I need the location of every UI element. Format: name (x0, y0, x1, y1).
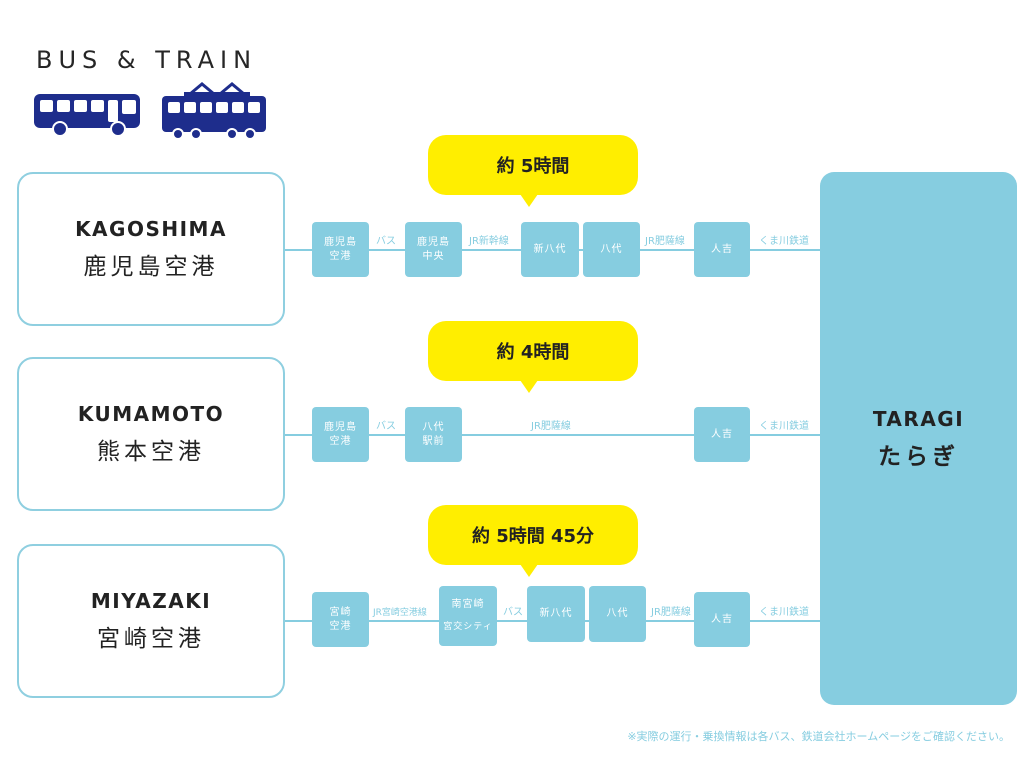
bubble-tail (520, 380, 538, 393)
stop-label: 人吉 (711, 243, 733, 255)
duration-label: 約 4時間 (496, 342, 570, 363)
stop-minami-miyazaki: 南宮崎 宮交シティ (439, 586, 497, 646)
segment-label: JR新幹線 (466, 236, 512, 248)
stop-label: 南宮崎 (451, 599, 485, 610)
stop-label: 宮交シティ (443, 622, 493, 632)
origin-miyazaki: MIYAZAKI 宮崎空港 (17, 544, 285, 698)
duration-bubble-miyazaki: 約 5時間 45分 (428, 505, 638, 577)
stop-label: 八代 (606, 608, 629, 619)
stop-label: 新八代 (533, 243, 567, 255)
route-line-kumamoto (285, 434, 821, 436)
bubble-tail (520, 564, 538, 577)
stop-label: 人吉 (711, 613, 733, 625)
stop-hitoyoshi: 人吉 (694, 592, 750, 647)
stop-shin-yatsushiro: 新八代 (521, 222, 579, 277)
bubble-tail (520, 194, 538, 207)
stop-label: 八代 (600, 243, 623, 255)
origin-name-en: MIYAZAKI (90, 589, 212, 613)
stop-label: 新八代 (539, 608, 573, 619)
destination-name-en: TARAGI (872, 406, 965, 431)
segment-label: バス (373, 421, 399, 433)
page-title: BUS & TRAIN (36, 46, 258, 74)
stop-yatsushiro: 八代 (589, 586, 646, 642)
footnote: ※実際の運行・乗換情報は各バス、鉄道会社ホームページをご確認ください。 (627, 730, 1010, 743)
stop-kagoshima-airport: 鹿児島 空港 (312, 222, 369, 277)
segment-label: くま川鉄道 (756, 421, 812, 433)
destination-name-ja: たらぎ (878, 443, 959, 470)
origin-kumamoto: KUMAMOTO 熊本空港 (17, 357, 285, 511)
segment-label: JR肥薩線 (528, 421, 574, 433)
train-icon (162, 82, 266, 140)
segment-label: くま川鉄道 (756, 236, 812, 248)
destination-taragi: TARAGI たらぎ (820, 172, 1017, 705)
segment-label: JR肥薩線 (648, 607, 694, 619)
stop-hitoyoshi: 人吉 (694, 222, 750, 277)
origin-name-ja: 鹿児島空港 (83, 254, 219, 280)
segment-label: バス (500, 607, 526, 619)
duration-label: 約 5時間 45分 (471, 526, 595, 547)
stop-hitoyoshi: 人吉 (694, 407, 750, 462)
stop-label: 鹿児島 (324, 236, 357, 248)
origin-name-en: KAGOSHIMA (75, 217, 227, 241)
origin-kagoshima: KAGOSHIMA 鹿児島空港 (17, 172, 285, 326)
stop-label: 鹿児島 (417, 236, 450, 248)
stop-kagoshima-airport: 鹿児島 空港 (312, 407, 369, 462)
stop-shin-yatsushiro: 新八代 (527, 586, 585, 642)
duration-bubble-kumamoto: 約 4時間 (428, 321, 638, 393)
stop-label: 中央 (422, 250, 445, 262)
stop-yatsushiro-ekimae: 八代 駅前 (405, 407, 462, 462)
stop-label: 空港 (329, 620, 352, 632)
segment-label: くま川鉄道 (756, 607, 812, 619)
origin-name-ja: 宮崎空港 (97, 626, 205, 652)
stop-label: 駅前 (422, 435, 445, 447)
bus-icon (34, 94, 140, 137)
segment-label: バス (373, 236, 399, 248)
stop-kagoshima-chuo: 鹿児島 中央 (405, 222, 462, 277)
stop-label: 人吉 (711, 428, 733, 440)
stop-label: 空港 (329, 250, 352, 262)
stop-label: 宮崎 (329, 606, 352, 618)
stop-yatsushiro: 八代 (583, 222, 640, 277)
stop-label: 空港 (329, 435, 352, 447)
stop-miyazaki-airport: 宮崎 空港 (312, 592, 369, 647)
stop-label: 八代 (422, 421, 445, 433)
segment-label: JR宮崎空港線 (370, 607, 430, 619)
stop-label: 鹿児島 (324, 421, 357, 433)
origin-name-ja: 熊本空港 (97, 439, 205, 465)
origin-name-en: KUMAMOTO (77, 402, 225, 426)
duration-bubble-kagoshima: 約 5時間 (428, 135, 638, 207)
segment-label: JR肥薩線 (642, 236, 688, 248)
duration-label: 約 5時間 (496, 156, 570, 177)
